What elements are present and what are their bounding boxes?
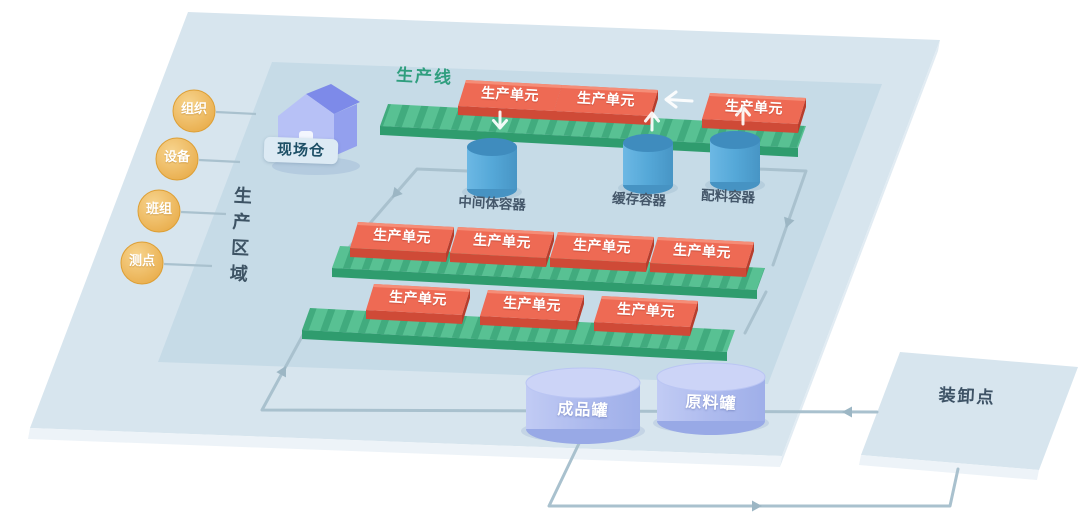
buffer-container-cylinder (618, 134, 678, 196)
conveyor-flow-arrows (492, 90, 751, 132)
intermediate-container-cylinder (462, 138, 522, 200)
badge-connector-lines (163, 110, 257, 268)
warehouse-label: 现场仓 (263, 136, 339, 165)
badge-circles (120, 89, 216, 285)
dock-platform (859, 352, 1078, 480)
finished-product-tank (521, 367, 645, 444)
production-area-label: 生产区域 (225, 185, 253, 291)
production-line-label: 生产线 (395, 65, 454, 89)
raw-material-tank (653, 362, 769, 435)
batching-container-cylinder (705, 131, 765, 193)
badge-equipment: 设备 (163, 150, 190, 165)
badge-team: 班组 (145, 202, 172, 217)
badge-measure-point: 测点 (128, 254, 155, 269)
badge-organization: 组织 (180, 102, 207, 117)
